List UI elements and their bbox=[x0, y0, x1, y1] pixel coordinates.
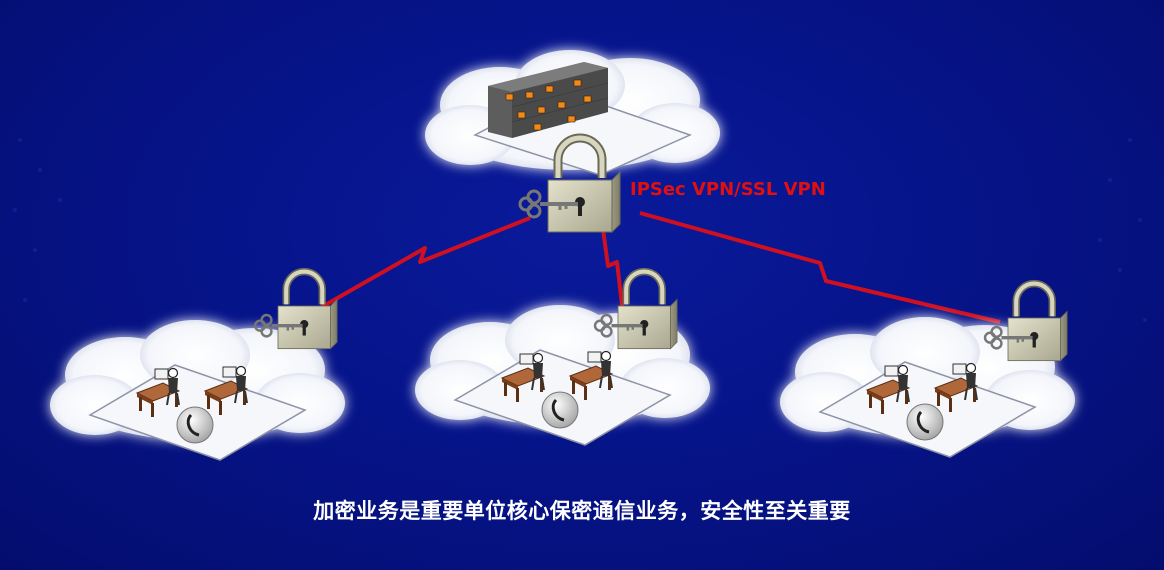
background-pattern bbox=[13, 138, 1147, 322]
vpn-links bbox=[319, 211, 1001, 324]
vpn-label: IPSec VPN/SSL VPN bbox=[630, 179, 826, 200]
vpn-link-right bbox=[639, 211, 1001, 324]
server-rack-icon bbox=[488, 62, 609, 138]
padlock-icon-middle bbox=[595, 272, 677, 349]
vpn-link-middle bbox=[600, 221, 626, 323]
padlock-icon-left bbox=[255, 272, 337, 349]
vpn-link-left bbox=[319, 216, 531, 310]
caption: 加密业务是重要单位核心保密通信业务，安全性至关重要 bbox=[313, 499, 851, 523]
